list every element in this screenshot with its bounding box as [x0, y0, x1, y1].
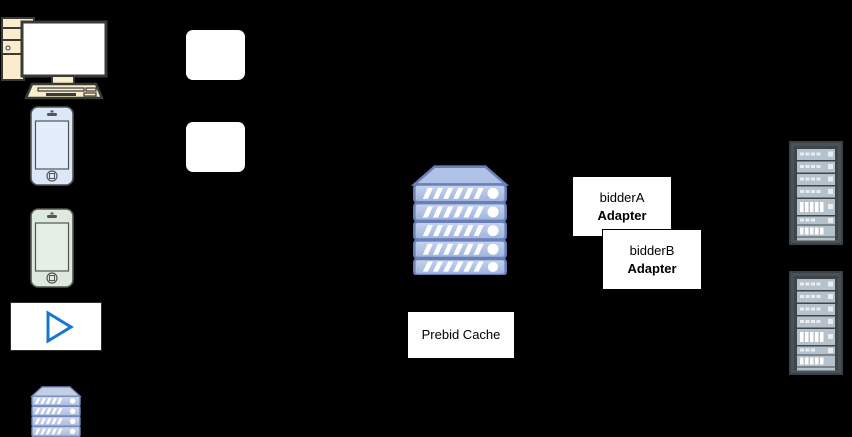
video-player-icon — [10, 302, 102, 351]
prebid-cache-box[interactable]: Prebid Cache — [407, 311, 515, 359]
bidder-a-name: bidderA — [599, 189, 645, 205]
play-triangle-icon — [46, 309, 74, 344]
bidder-a-adapter-label: Adapter — [597, 207, 647, 223]
desktop-computer-icon — [0, 8, 112, 100]
bidder-b-name: bidderB — [629, 242, 675, 258]
blank-box-bottom[interactable] — [186, 122, 245, 172]
smartphone-icon-blue — [30, 106, 74, 186]
bidder-server-b-rack-icon — [789, 271, 843, 375]
bidder-server-a-rack-icon — [789, 141, 843, 245]
bidder-b-adapter-box[interactable]: bidderB Adapter — [602, 229, 702, 290]
prebid-server-stack-icon — [408, 165, 512, 275]
publisher-server-stack-icon — [28, 386, 84, 437]
prebid-cache-label: Prebid Cache — [421, 326, 501, 342]
bidder-b-adapter-label: Adapter — [627, 260, 677, 276]
blank-box-top[interactable] — [186, 30, 245, 80]
smartphone-icon-green — [30, 208, 74, 288]
bidder-a-adapter-box[interactable]: bidderA Adapter — [572, 176, 672, 237]
